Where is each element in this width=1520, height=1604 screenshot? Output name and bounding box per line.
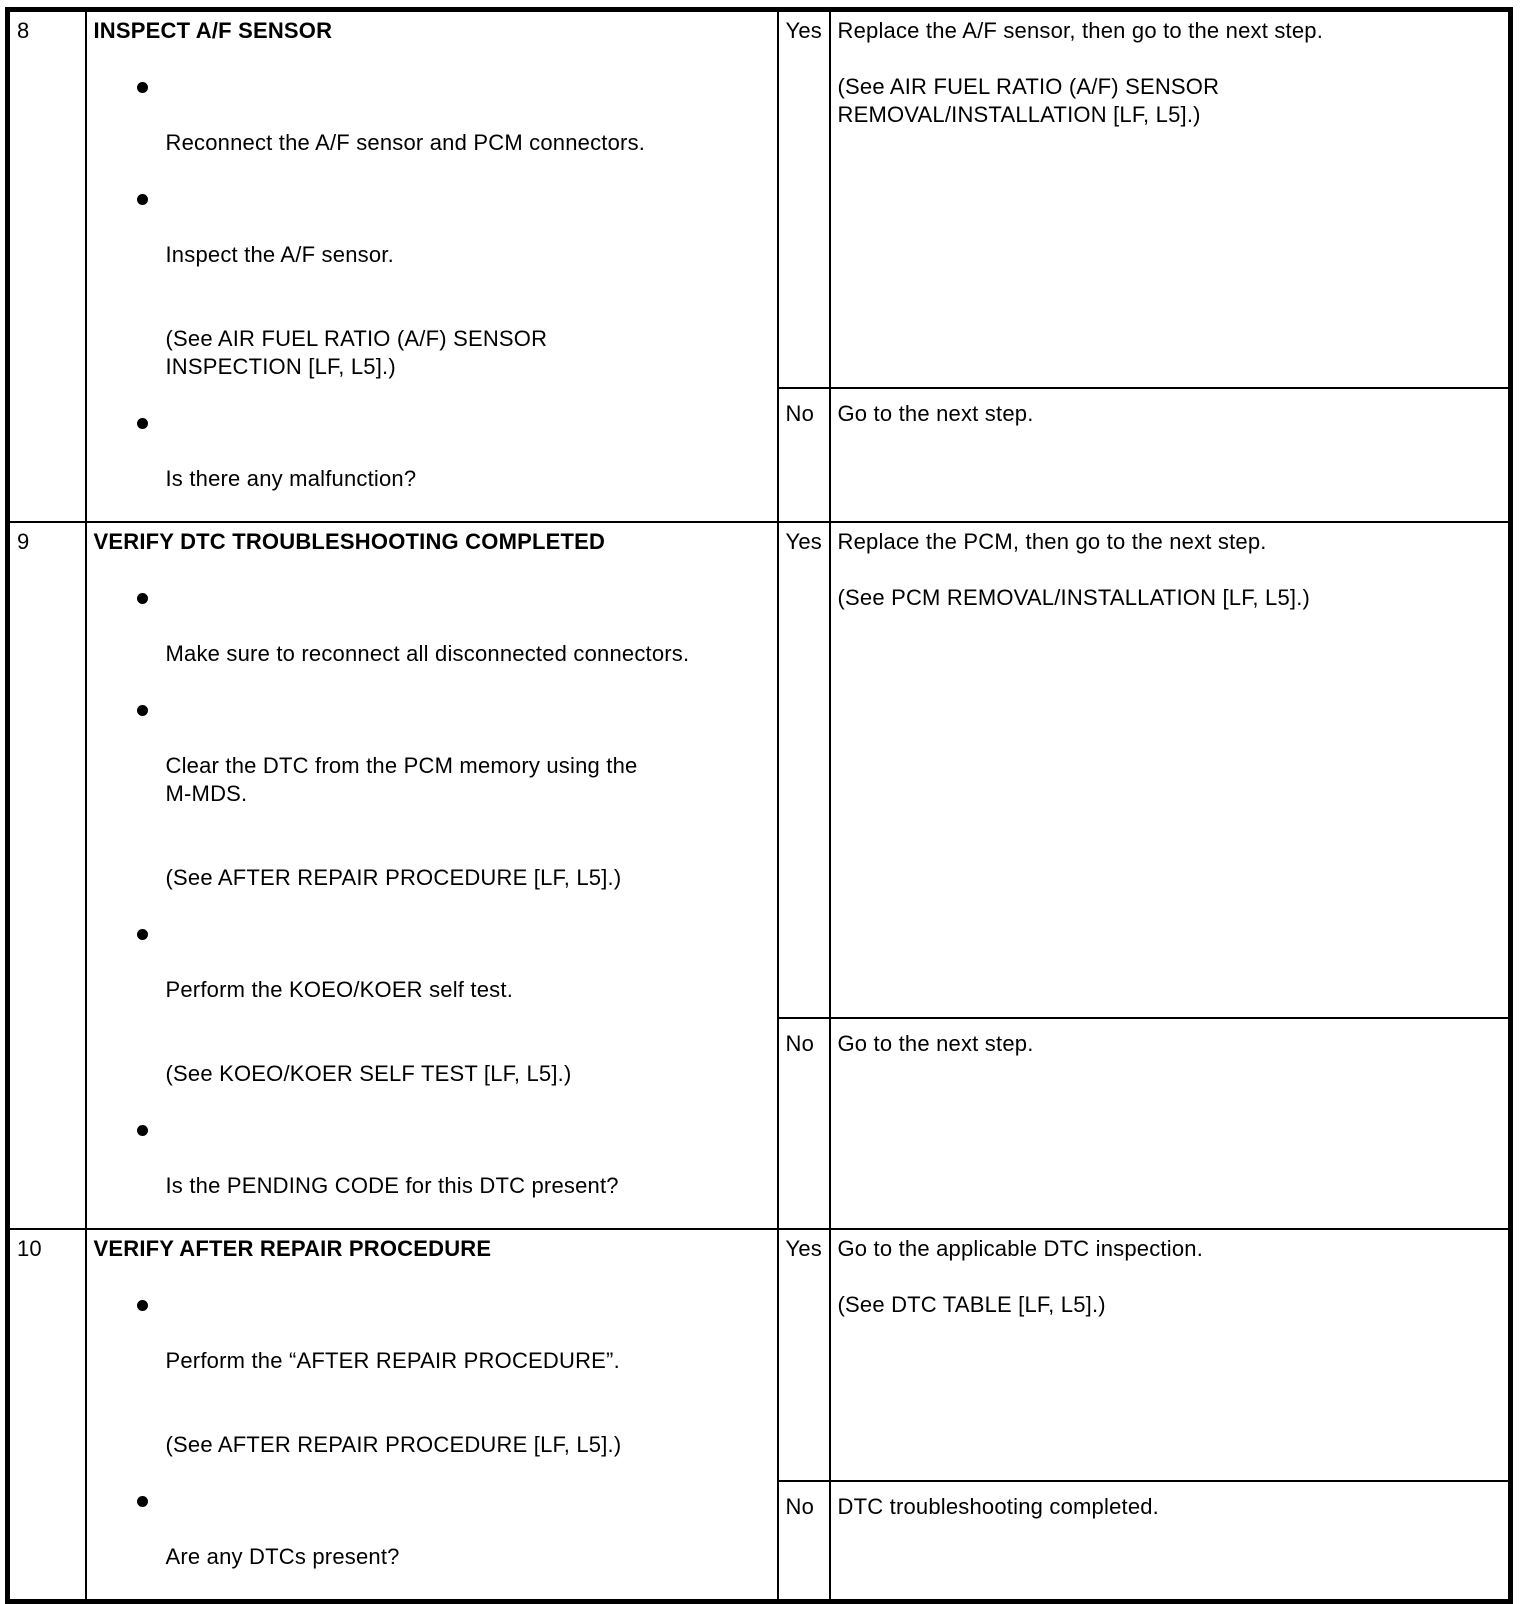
procedure-item-text: Is the PENDING CODE for this DTC present… (165, 1173, 619, 1198)
bullet-icon (136, 1125, 148, 1136)
no-action-cell: Go to the next step. (828, 386, 1512, 524)
procedure-item: Make sure to reconnect all disconnected … (136, 584, 769, 668)
procedure-reference: (See KOEO/KOER SELF TEST [LF, L5].) (166, 1032, 769, 1088)
no-label: No (785, 1031, 815, 1057)
procedure-reference-text: (See AFTER REPAIR PROCEDURE [LF, L5].) (165, 1432, 622, 1457)
yes-label: Yes (785, 18, 822, 43)
procedure-item: Are any DTCs present? (136, 1487, 769, 1571)
yes-action-cell: Go to the applicable DTC inspection. (Se… (828, 1227, 1512, 1483)
no-label-cell: No (776, 1480, 831, 1603)
action-text: Replace the A/F sensor, then go to the n… (837, 18, 1324, 43)
procedure-reference-text: (See AFTER REPAIR PROCEDURE [LF, L5].) (165, 865, 622, 890)
yes-action-cell: Replace the A/F sensor, then go to the n… (828, 8, 1512, 389)
bullet-icon (136, 82, 148, 93)
step-number-cell: 9 (6, 521, 87, 1230)
yes-label: Yes (785, 1236, 822, 1261)
no-label-cell: No (776, 386, 831, 524)
table-row: 8 INSPECT A/F SENSOR Reconnect the A/F s… (6, 8, 1512, 523)
procedure-item: Reconnect the A/F sensor and PCM connect… (136, 73, 769, 157)
yes-label-cell: Yes (776, 8, 831, 389)
procedure-item-text: Perform the KOEO/KOER self test. (165, 977, 514, 1002)
table-row: 9 VERIFY DTC TROUBLESHOOTING COMPLETED M… (6, 520, 1512, 1230)
action-reference: (See PCM REMOVAL/INSTALLATION [LF, L5].) (837, 585, 1311, 610)
inspection-cell: INSPECT A/F SENSOR Reconnect the A/F sen… (84, 8, 779, 523)
bullet-icon (136, 593, 148, 604)
inspection-title: INSPECT A/F SENSOR (93, 18, 333, 43)
procedure-item: Perform the “AFTER REPAIR PROCEDURE”. (136, 1291, 769, 1375)
procedure-item-text: Inspect the A/F sensor. (165, 242, 394, 267)
inspection-cell: VERIFY AFTER REPAIR PROCEDURE Perform th… (84, 1228, 779, 1603)
procedure-reference: (See AFTER REPAIR PROCEDURE [LF, L5].) (166, 1403, 769, 1459)
procedure-item: Is there any malfunction? (136, 409, 769, 493)
no-action-cell: DTC troubleshooting completed. (828, 1480, 1512, 1603)
yes-label-cell: Yes (776, 520, 831, 1020)
procedure-item-text: Are any DTCs present? (165, 1544, 400, 1569)
inspection-title: VERIFY AFTER REPAIR PROCEDURE (93, 1236, 492, 1261)
procedure-item-text: Perform the “AFTER REPAIR PROCEDURE”. (165, 1348, 620, 1373)
action-text: Go to the next step. (837, 1031, 1034, 1057)
procedure-item-text: Is there any malfunction? (165, 466, 417, 491)
step-number-cell: 8 (6, 8, 87, 523)
inspection-title: VERIFY DTC TROUBLESHOOTING COMPLETED (93, 529, 606, 554)
procedure-reference: (See AIR FUEL RATIO (A/F) SENSOR INSPECT… (166, 297, 769, 381)
yes-label: Yes (785, 529, 822, 554)
table-row: 10 VERIFY AFTER REPAIR PROCEDURE Perform… (6, 1227, 1512, 1603)
procedure-item: Is the PENDING CODE for this DTC present… (136, 1116, 769, 1200)
action-text: Go to the next step. (837, 400, 1034, 426)
procedure-reference-text: (See AIR FUEL RATIO (A/F) SENSOR INSPECT… (165, 326, 548, 379)
yes-action-cell: Replace the PCM, then go to the next ste… (828, 520, 1512, 1020)
step-number: 9 (17, 529, 30, 554)
procedure-item: Inspect the A/F sensor. (136, 185, 769, 269)
step-number: 8 (17, 18, 30, 43)
bullet-icon (136, 1496, 148, 1507)
bullet-icon (136, 705, 148, 716)
inspection-cell: VERIFY DTC TROUBLESHOOTING COMPLETED Mak… (84, 521, 779, 1230)
table-row: No Go to the next step. (8, 386, 1512, 524)
no-action-cell: Go to the next step. (828, 1017, 1512, 1230)
procedure-item: Clear the DTC from the PCM memory using … (136, 696, 769, 808)
action-text: Replace the PCM, then go to the next ste… (837, 529, 1267, 554)
step-number: 10 (17, 1236, 42, 1261)
action-text: DTC troubleshooting completed. (837, 1494, 1159, 1520)
step-number-cell: 10 (6, 1228, 87, 1603)
bullet-icon (136, 418, 148, 429)
bullet-icon (136, 194, 148, 205)
bullet-icon (136, 929, 148, 940)
action-reference: (See AIR FUEL RATIO (A/F) SENSOR REMOVAL… (837, 74, 1220, 127)
no-label: No (785, 400, 815, 426)
no-label-cell: No (776, 1017, 831, 1230)
procedure-item-text: Make sure to reconnect all disconnected … (165, 641, 690, 666)
procedure-item-text: Reconnect the A/F sensor and PCM connect… (165, 130, 646, 155)
procedure-reference: (See AFTER REPAIR PROCEDURE [LF, L5].) (166, 836, 769, 892)
action-reference: (See DTC TABLE [LF, L5].) (837, 1292, 1106, 1317)
troubleshooting-table: 8 INSPECT A/F SENSOR Reconnect the A/F s… (5, 7, 1513, 1604)
procedure-item: Perform the KOEO/KOER self test. (136, 920, 769, 1004)
yes-label-cell: Yes (776, 1227, 831, 1483)
bullet-icon (136, 1300, 148, 1311)
procedure-reference-text: (See KOEO/KOER SELF TEST [LF, L5].) (165, 1061, 572, 1086)
procedure-item-text: Clear the DTC from the PCM memory using … (165, 753, 638, 806)
action-text: Go to the applicable DTC inspection. (837, 1236, 1204, 1261)
no-label: No (785, 1494, 815, 1520)
